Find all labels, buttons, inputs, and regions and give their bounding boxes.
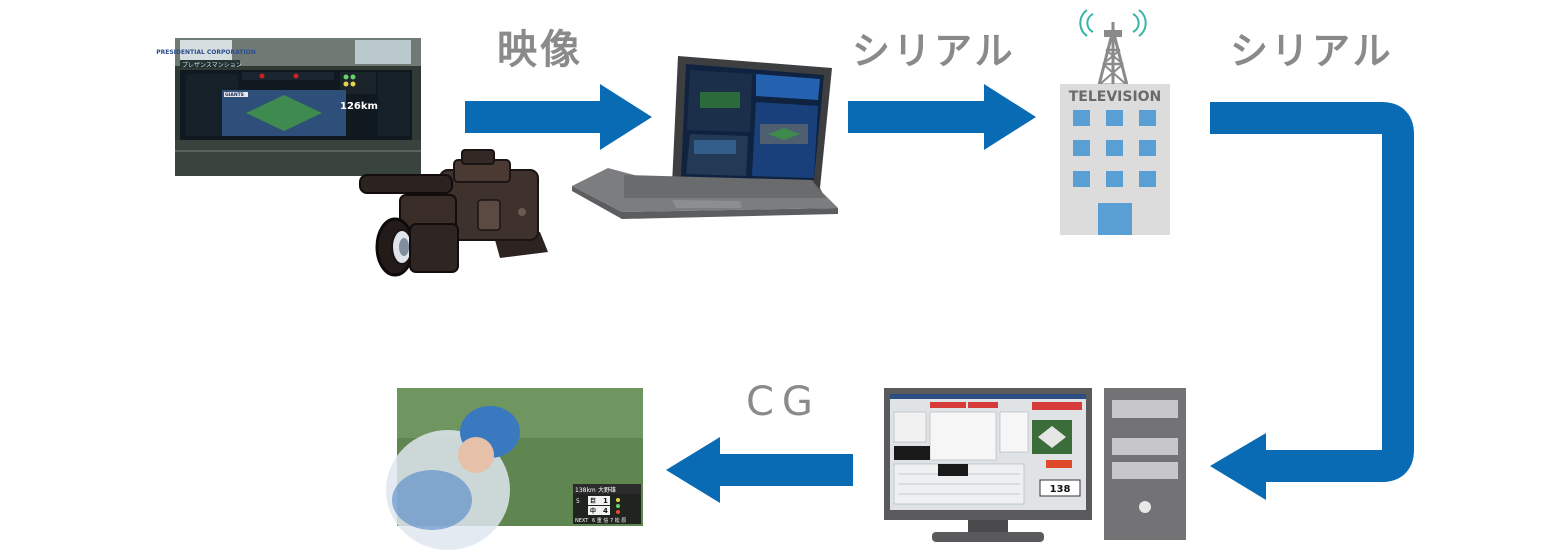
overlay-pitch-info: 138km bbox=[575, 487, 596, 494]
scoreboard-team: GIANTS bbox=[225, 92, 244, 98]
tv-sign: TELEVISION bbox=[1069, 89, 1162, 105]
overlay-row1-team: 巨 bbox=[590, 497, 596, 505]
arrow-station-to-pc bbox=[1210, 118, 1398, 500]
broadcast-output-image: 138km 大野雄 5 巨 1 中 4 NEXT 6 重 信 7 松 原 bbox=[386, 388, 643, 550]
pc-counter: 138 bbox=[1050, 484, 1071, 495]
antenna-tower-icon bbox=[1099, 22, 1127, 85]
arrow-pc-to-output bbox=[666, 437, 853, 503]
score-overlay: 138km 大野雄 5 巨 1 中 4 NEXT 6 重 信 7 松 原 bbox=[573, 484, 641, 524]
overlay-row2-team: 中 bbox=[590, 507, 596, 515]
pc-tower-icon bbox=[1104, 388, 1186, 540]
overlay-next: NEXT bbox=[575, 518, 589, 524]
overlay-row2-score: 4 bbox=[603, 507, 608, 515]
overlay-inning: 5 bbox=[576, 498, 580, 505]
tv-station-icon: TELEVISION bbox=[1060, 10, 1170, 235]
arrow-video-to-laptop bbox=[465, 84, 652, 150]
scoreboard-sub-banner: プレザンスマンション bbox=[182, 62, 242, 69]
arrow-laptop-to-station bbox=[848, 84, 1036, 150]
overlay-pitcher: 大野雄 bbox=[598, 486, 616, 494]
scoreboard-banner: PRESIDENTIAL CORPORATION bbox=[156, 49, 256, 56]
overlay-next-batter: 6 重 信 7 松 原 bbox=[592, 517, 626, 524]
stadium-scoreboard-image: PRESIDENTIAL CORPORATION プレザンスマンション GIAN… bbox=[156, 38, 421, 176]
overlay-row1-score: 1 bbox=[603, 497, 608, 505]
pc-monitor-icon: 138 bbox=[884, 388, 1092, 542]
